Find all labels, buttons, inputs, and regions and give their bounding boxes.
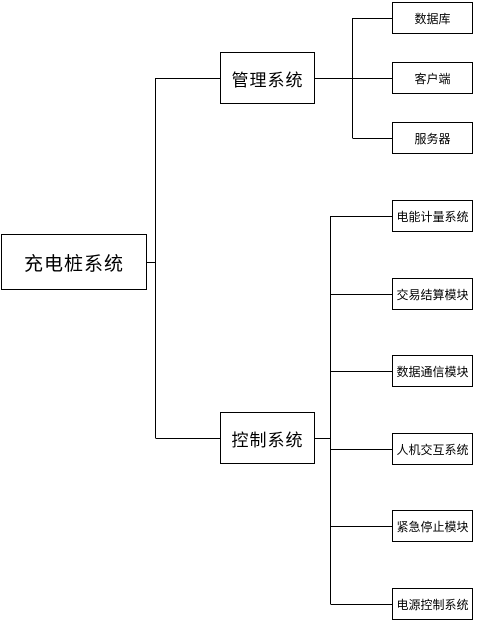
leaf-node-client: 客户端 — [392, 62, 473, 94]
leaf-node-hmi: 人机交互系统 — [392, 433, 473, 465]
leaf-node-power-control: 电源控制系统 — [392, 588, 473, 620]
leaf-node-emergency-stop: 紧急停止模块 — [392, 510, 473, 542]
root-node: 充电桩系统 — [1, 234, 147, 290]
leaf-node-database: 数据库 — [392, 2, 473, 34]
leaf-node-server: 服务器 — [392, 122, 473, 154]
control-node: 控制系统 — [220, 412, 315, 464]
leaf-node-energy-metering: 电能计量系统 — [392, 200, 473, 232]
leaf-node-transaction: 交易结算模块 — [392, 278, 473, 310]
leaf-node-data-comm: 数据通信模块 — [392, 355, 473, 387]
management-node: 管理系统 — [220, 52, 315, 104]
